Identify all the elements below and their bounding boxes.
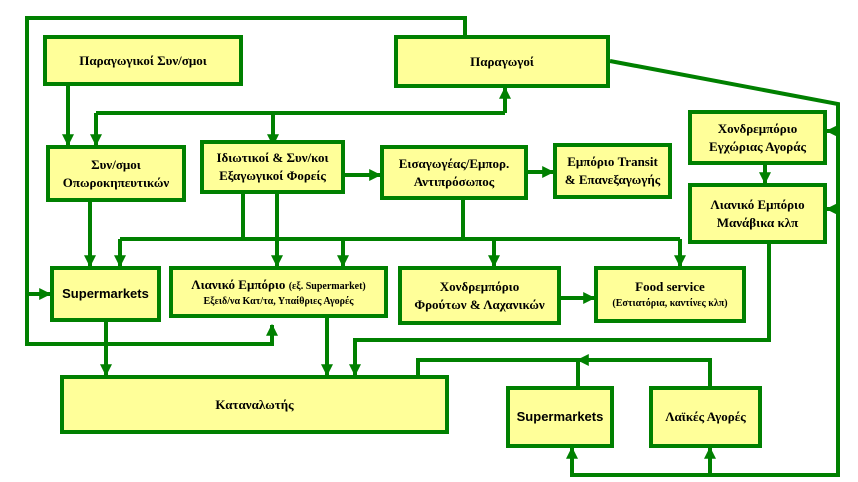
retail-greengrocers-label-2: Μανάβικα κλπ xyxy=(716,214,799,230)
connector-producers-to-right xyxy=(609,59,840,215)
consumer-label: Καταναλωτής xyxy=(215,396,294,412)
retail-trade-label-1b: (εξ. Supermarket) xyxy=(288,280,366,292)
food-service-label-2: (Εστιατόρια, καντίνες κλπ) xyxy=(612,298,728,309)
domestic-wholesale-label-2: Εγχώριας Αγοράς xyxy=(709,138,806,154)
fruit-veg-wholesale-box: Χονδρεμπόριο Φρούτων & Λαχανικών xyxy=(398,266,561,325)
transit-trade-box: Εμπόριο Transit & Επανεξαγωγής xyxy=(553,143,672,199)
food-service-label-1: Food service xyxy=(635,279,705,294)
private-exporters-box: Ιδιωτικοί & Συν/κοι Εξαγωγικοί Φορείς xyxy=(200,140,345,194)
supermarkets-box: Supermarkets xyxy=(50,266,161,322)
transit-trade-label-1: Εμπόριο Transit xyxy=(567,154,658,169)
fruit-veg-cooperatives-label-2: Οπωροκηπευτικών xyxy=(62,174,170,190)
consumer-box: Καταναλωτής xyxy=(60,375,449,434)
food-service-box: Food service (Εστιατόρια, καντίνες κλπ) xyxy=(594,266,746,323)
connector-greengrocers-to-consumer xyxy=(349,244,771,377)
connector-right-loop-bottom xyxy=(566,209,840,477)
producer-cooperatives-label: Παραγωγικοί Συν/σμοι xyxy=(79,52,207,68)
supermarkets-label: Supermarkets xyxy=(62,286,149,301)
supermarkets-right-label: Supermarkets xyxy=(516,409,604,424)
fruit-veg-wholesale-label-1: Χονδρεμπόριο xyxy=(439,278,520,294)
street-markets-box: Λαϊκές Αγορές xyxy=(649,386,762,448)
supermarkets-right-box: Supermarkets xyxy=(506,386,614,448)
fruit-veg-cooperatives-box: Συν/σμοι Οπωροκηπευτικών xyxy=(46,145,186,202)
retail-greengrocers-box: Λιανικό Εμπόριο Μανάβικα κλπ xyxy=(688,183,827,244)
private-exporters-label-1: Ιδιωτικοί & Συν/κοι xyxy=(216,150,329,165)
producer-cooperatives-box: Παραγωγικοί Συν/σμοι xyxy=(43,35,243,86)
connector-rightboxes-to-consumer xyxy=(416,360,712,386)
retail-trade-label-1: Λιανικό Εμπόριο (εξ. Supermarket) xyxy=(191,276,366,294)
retail-trade-box: Λιανικό Εμπόριο (εξ. Supermarket) Εξειδ/… xyxy=(169,266,388,318)
domestic-wholesale-label-1: Χονδρεμπόριο xyxy=(717,120,798,136)
domestic-wholesale-box: Χονδρεμπόριο Εγχώριας Αγοράς xyxy=(688,110,827,165)
street-markets-label: Λαϊκές Αγορές xyxy=(665,409,746,424)
connector-mid-bus xyxy=(120,194,680,241)
importers-label-1: Εισαγωγέας/Εμπορ. xyxy=(398,155,510,171)
importers-label-2: Αντιπρόσωπος xyxy=(413,173,495,189)
retail-greengrocers-label-1: Λιανικό Εμπόριο xyxy=(710,196,805,212)
retail-trade-label-2: Εξειδ/να Κατ/τα, Υπαίθριες Αγορές xyxy=(203,295,354,307)
fruit-veg-wholesale-label-2: Φρούτων & Λαχανικών xyxy=(414,296,545,312)
retail-trade-label-1a: Λιανικό Εμπόριο xyxy=(191,276,286,292)
connector-bus-to-fvcoops xyxy=(96,111,505,145)
connector-producers-loop-to-supermarkets xyxy=(25,16,467,300)
importers-box: Εισαγωγέας/Εμπορ. Αντιπρόσωπος xyxy=(380,145,528,200)
producers-box: Παραγωγοί xyxy=(394,35,610,88)
fruit-veg-cooperatives-label-1: Συν/σμοι xyxy=(91,156,141,172)
transit-trade-label-2: & Επανεξαγωγής xyxy=(564,172,661,187)
producers-label: Παραγωγοί xyxy=(470,53,534,69)
connector-loop-to-retail xyxy=(25,294,278,346)
private-exporters-label-2: Εξαγωγικοί Φορείς xyxy=(219,168,326,183)
